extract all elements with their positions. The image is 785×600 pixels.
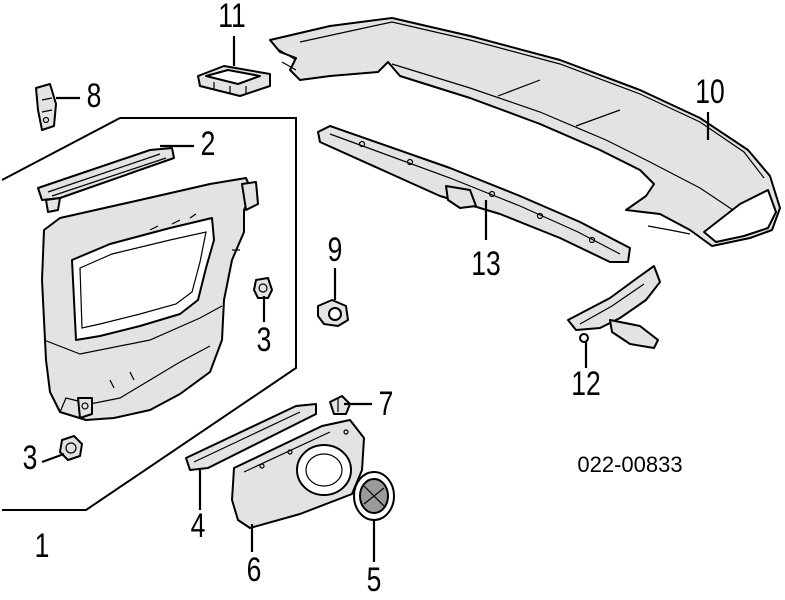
leader-lines <box>41 36 710 562</box>
part-1-frame <box>1 117 297 511</box>
diagram-code: 022-00833 <box>577 452 682 477</box>
callout-4: 4 <box>191 507 206 545</box>
upper-trim-strip[interactable] <box>37 147 175 213</box>
callout-3-upper: 3 <box>257 321 272 359</box>
callout-11: 11 <box>218 0 246 35</box>
callout-8: 8 <box>87 77 102 115</box>
fastener-clip[interactable] <box>329 395 351 415</box>
hinge-bracket[interactable] <box>567 265 661 349</box>
callout-1: 1 <box>35 527 50 565</box>
top-cover[interactable] <box>269 17 781 247</box>
callout-7: 7 <box>379 385 394 423</box>
callout-labels: 1 2 3 3 4 5 6 7 8 9 10 11 12 13 <box>23 0 725 599</box>
callout-5: 5 <box>367 561 382 599</box>
quarter-trim-panel[interactable] <box>41 177 259 421</box>
speaker-panel[interactable] <box>231 419 365 529</box>
clip-lower[interactable] <box>59 435 83 461</box>
roof-pad[interactable] <box>197 65 271 97</box>
lower-trim-strip[interactable] <box>185 403 317 471</box>
callout-2: 2 <box>201 125 216 163</box>
callout-6: 6 <box>247 551 262 589</box>
retainer-clip[interactable] <box>317 299 349 327</box>
leader-3b <box>41 452 65 464</box>
callout-9: 9 <box>328 231 343 269</box>
clip-upper[interactable] <box>253 277 273 299</box>
speaker-unit[interactable] <box>353 471 395 521</box>
callout-10: 10 <box>695 73 725 111</box>
small-bracket[interactable] <box>35 83 57 131</box>
callout-3-lower: 3 <box>23 439 38 477</box>
long-rail[interactable] <box>317 125 631 263</box>
callout-12: 12 <box>571 365 601 403</box>
callout-13: 13 <box>471 245 501 283</box>
